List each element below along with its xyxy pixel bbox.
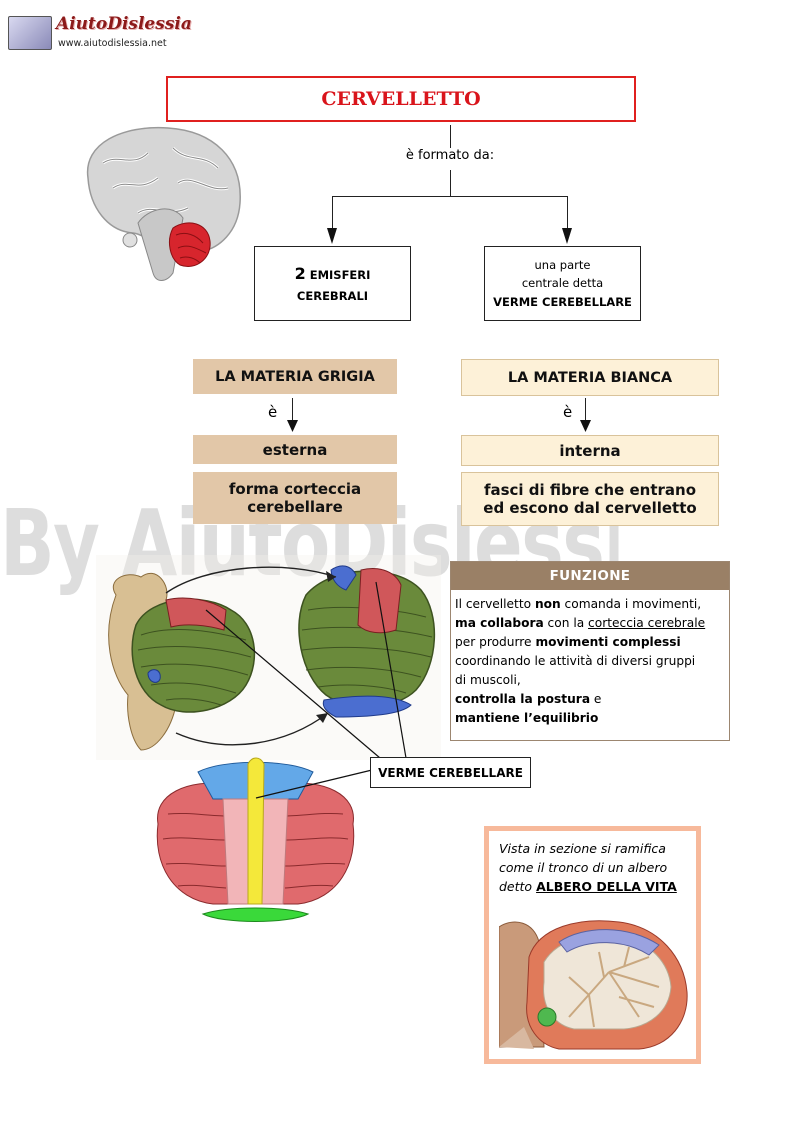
arrowhead: [580, 420, 591, 432]
arrowhead: [287, 420, 298, 432]
site-logo: AiutoDislessia www.aiutodislessia.net: [8, 14, 192, 54]
arrowhead: [562, 228, 572, 244]
function-header: FUNZIONE: [451, 562, 729, 590]
text-span: corteccia cerebrale: [588, 616, 706, 630]
hemispheres-number: 2: [294, 264, 306, 284]
connector-line: [567, 196, 568, 232]
white-matter-description: fasci di fibre che entrano ed escono dal…: [461, 472, 719, 526]
logo-title: AiutoDislessia: [56, 14, 192, 34]
function-line: Il cervelletto non comanda i movimenti,: [455, 595, 724, 614]
vermis-pointer-lines: [205, 581, 407, 799]
connector-line: [450, 125, 451, 148]
connector-line: [585, 398, 586, 422]
vermis-line1: una parte: [534, 257, 591, 272]
tree-of-life-illustration: [499, 920, 688, 1050]
arrowhead: [327, 228, 337, 244]
hemispheres-word: EMISFERI: [309, 268, 371, 283]
text-span: non: [534, 597, 561, 611]
connector-line: [332, 196, 333, 232]
section-view-line: detto ALBERO DELLA VITA: [499, 877, 689, 896]
text-span: mantiene l’equilibrio: [455, 711, 599, 725]
hemispheres-box: 2 EMISFERI CEREBRALI: [254, 246, 411, 321]
text-span: ma collabora: [455, 616, 544, 630]
text-span: Il cervelletto: [455, 597, 535, 611]
text-span: con la: [543, 616, 589, 630]
cerebellum-vermis-illustration: [156, 757, 355, 922]
function-line: di muscoli,: [455, 673, 521, 687]
logo-url: www.aiutodislessia.net: [58, 38, 167, 49]
connector-line: [450, 170, 451, 196]
hemispheres-line2: CEREBRALI: [296, 289, 369, 304]
grey-matter-desc-line1: forma corteccia: [228, 480, 362, 498]
vermis-label: VERME CEREBELLARE: [370, 757, 531, 788]
function-panel: FUNZIONE Il cervelletto non comanda i mo…: [450, 561, 730, 741]
connector-line: [292, 398, 293, 422]
function-line: per produrre movimenti complessi: [455, 633, 724, 652]
white-matter-desc-line2: ed escono dal cervelletto: [483, 499, 697, 517]
white-matter-title: LA MATERIA BIANCA: [461, 359, 719, 396]
function-line: mantiene l’equilibrio: [455, 709, 724, 728]
connector-arrowheads: [327, 228, 572, 244]
section-view-text: Vista in sezione si ramifica come il tro…: [499, 839, 689, 896]
grey-matter-title: LA MATERIA GRIGIA: [193, 359, 397, 394]
vermis-line2: centrale detta: [521, 276, 604, 291]
grey-matter-position: esterna: [193, 435, 397, 464]
connector-line: [332, 196, 567, 197]
white-matter-position: interna: [461, 435, 719, 466]
grey-matter-desc-line2: cerebellare: [247, 498, 343, 516]
function-text: Il cervelletto non comanda i movimenti, …: [451, 590, 729, 728]
brain-illustration: [86, 126, 241, 281]
formato-label: è formato da:: [405, 148, 495, 163]
grey-matter-connector: è: [268, 403, 278, 421]
title-box: CERVELLETTO: [166, 76, 636, 122]
function-line: coordinando le attività di diversi grupp…: [455, 654, 696, 668]
book-icon: [8, 16, 52, 50]
text-span: per produrre: [455, 635, 536, 649]
section-view-line: Vista in sezione si ramifica: [499, 841, 666, 856]
vermis-box: una parte centrale detta VERME CEREBELLA…: [484, 246, 641, 321]
text-span: e: [590, 692, 602, 706]
grey-matter-description: forma corteccia cerebellare: [193, 472, 397, 524]
hemispheres-line1: 2 EMISFERI: [295, 260, 371, 287]
white-matter-desc-line1: fasci di fibre che entrano: [483, 481, 697, 499]
function-line: ma collabora con la corteccia cerebrale: [455, 614, 724, 633]
text-span: comanda i movimenti,: [560, 597, 702, 611]
text-span: detto: [499, 879, 537, 894]
section-view-line: come il tronco di un albero: [499, 860, 668, 875]
text-span: movimenti complessi: [535, 635, 681, 649]
text-span: ALBERO DELLA VITA: [536, 879, 677, 894]
page-title: CERVELLETTO: [321, 88, 481, 110]
vermis-line3: VERME CEREBELLARE: [493, 294, 632, 309]
cerebellum-external-illustration: [96, 555, 441, 760]
text-span: controlla la postura: [455, 692, 591, 706]
function-line: controlla la postura e: [455, 690, 724, 709]
white-matter-connector: è: [563, 403, 573, 421]
section-view-panel: Vista in sezione si ramifica come il tro…: [484, 826, 701, 1064]
